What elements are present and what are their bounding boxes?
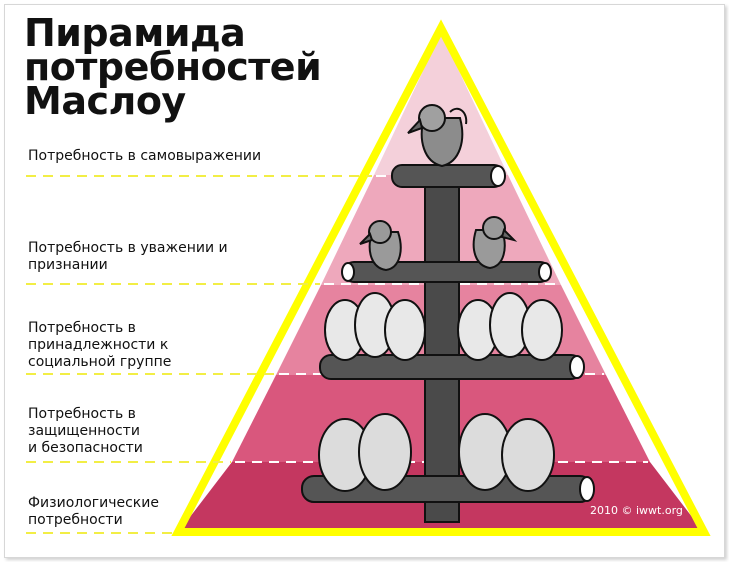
social-level-birds xyxy=(324,292,563,361)
copyright-credit: 2010 © iwwt.org xyxy=(590,504,683,517)
branch-ends xyxy=(341,165,595,502)
top-vulture xyxy=(407,104,468,168)
level-5-label-line-1: Физиологические xyxy=(28,495,159,511)
diagram-title: Пирамида потребностей Маслоу xyxy=(24,11,322,123)
level-3-label-line-1: Потребность в xyxy=(28,320,136,336)
level-1-label: Потребность в самовыражении xyxy=(28,148,261,165)
level-3-label: Потребность в принадлежности к социально… xyxy=(28,320,171,371)
branch-4-end-right xyxy=(579,476,595,502)
branch-1-end xyxy=(490,165,506,187)
title-line-1: Пирамида xyxy=(24,11,246,55)
branch-2-end-right xyxy=(538,262,552,282)
tree-pole xyxy=(424,169,460,523)
level-1-label-line-1: Потребность в самовыражении xyxy=(28,148,262,164)
level-4-label: Потребность в защищенности и безопасност… xyxy=(28,406,143,457)
level-4-label-line-1: Потребность в xyxy=(28,406,136,422)
title-line-3: Маслоу xyxy=(24,79,186,123)
level-3-label-line-2: принадлежности к xyxy=(28,337,169,353)
level-2-label-line-2: признании xyxy=(28,257,108,273)
level-1-band xyxy=(374,33,508,175)
branch-2-end-left xyxy=(341,262,355,282)
branch-3-end-right xyxy=(569,355,585,379)
level-5-label: Физиологические потребности xyxy=(28,495,159,529)
title-line-2: потребностей xyxy=(24,45,322,89)
pyramid-outline xyxy=(171,19,711,536)
level-2-label: Потребность в уважении и признании xyxy=(28,240,228,274)
middle-vultures xyxy=(359,216,518,272)
level-2-label-line-1: Потребность в уважении и xyxy=(28,240,228,256)
branch-1 xyxy=(391,164,505,188)
level-4-label-line-2: защищенности xyxy=(28,423,140,439)
level-5-label-line-2: потребности xyxy=(28,512,123,528)
level-4-label-line-3: и безопасности xyxy=(28,440,143,456)
safety-level-birds xyxy=(318,413,555,492)
level-3-label-line-3: социальной группе xyxy=(28,354,172,370)
